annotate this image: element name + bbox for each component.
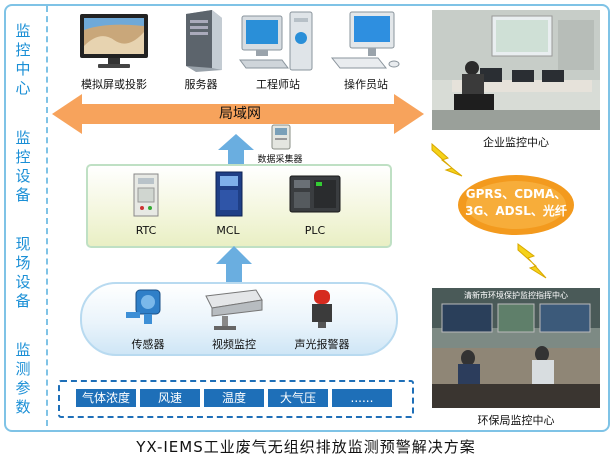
server-label: 服务器 [184,78,218,91]
operator-station-label: 操作员站 [344,78,388,91]
gas-sensor-icon [126,289,161,324]
param-wind-speed: 风速 [140,389,200,407]
uplink-arrow [218,134,254,166]
lightning-bolt-icon [517,243,547,279]
engineer-station-label: 工程师站 [256,78,300,91]
sensor-device: 传感器 [118,286,178,351]
command-center-image [432,288,600,408]
lan-arrow [52,94,424,134]
monitor-icon [80,14,148,68]
layer-divider [46,6,48,426]
workstation-icon [239,11,313,71]
rtc-label: RTC [135,224,157,237]
controller-cabinet-icon [215,171,243,217]
camera-icon [205,289,263,330]
mcl-device: MCL [204,170,252,238]
parameter-panel [58,380,414,418]
sensor-label: 传感器 [131,338,165,351]
param-pressure: 大气压 [268,389,328,407]
lightning-bolt-icon [431,142,463,177]
layer-label-monitoring-center: 监控中心 [15,22,31,97]
computer-icon [330,11,400,69]
collector-icon [271,124,291,150]
alarm-device: 声光报警器 [282,286,362,351]
data-collector: 数据采集器 [252,123,308,165]
bureau-center-photo: 清新市环境保护监控指挥中心 [432,288,600,408]
param-temperature: 温度 [204,389,264,407]
diagram-title: YX-IEMS工业废气无组织排放监测预警解决方案 [136,438,476,456]
operator-station: 操作员站 [326,8,406,92]
wireless-label: GPRS、CDMA、 3G、ADSL、光纤 [456,186,576,220]
plc-icon [289,175,341,213]
engineer-station: 工程师站 [236,8,320,92]
alarm-label: 声光报警器 [294,338,350,351]
mcl-label: MCL [216,224,240,237]
server-icon [186,10,222,72]
layer-label-field-equipment: 现场设备 [15,235,31,310]
wireless-line-1: GPRS、CDMA、 [465,187,567,201]
enterprise-center-photo [432,10,600,130]
projection-screen-label: 模拟屏或投影 [81,78,147,91]
rtc-device: RTC [124,172,168,238]
server: 服务器 [166,8,236,92]
enterprise-center-caption: 企业监控中心 [483,136,549,149]
layer-label-monitoring-equipment: 监控设备 [15,129,31,204]
video-camera-device: 视频监控 [196,286,272,351]
bureau-center-caption: 环保局监控中心 [477,414,555,427]
control-room-image [432,10,600,130]
cabinet-icon [133,173,159,217]
param-gas-concentration: 气体浓度 [76,389,136,407]
layer-label-parameters: 监测参数 [15,341,31,416]
param-more: ...... [332,389,392,407]
plc-device: PLC [282,170,348,238]
data-collector-label: 数据采集器 [257,155,303,165]
wireless-line-2: 3G、ADSL、光纤 [465,204,567,218]
video-camera-label: 视频监控 [212,338,256,351]
bureau-center-banner: 清新市环境保护监控指挥中心 [464,291,568,300]
projection-screen: 模拟屏或投影 [70,10,158,92]
plc-label: PLC [304,224,326,237]
alarm-light-icon [312,290,332,328]
wireless-cloud [458,175,574,235]
lan-label: 局域网 [219,106,261,122]
field-uplink-arrow [216,246,252,282]
